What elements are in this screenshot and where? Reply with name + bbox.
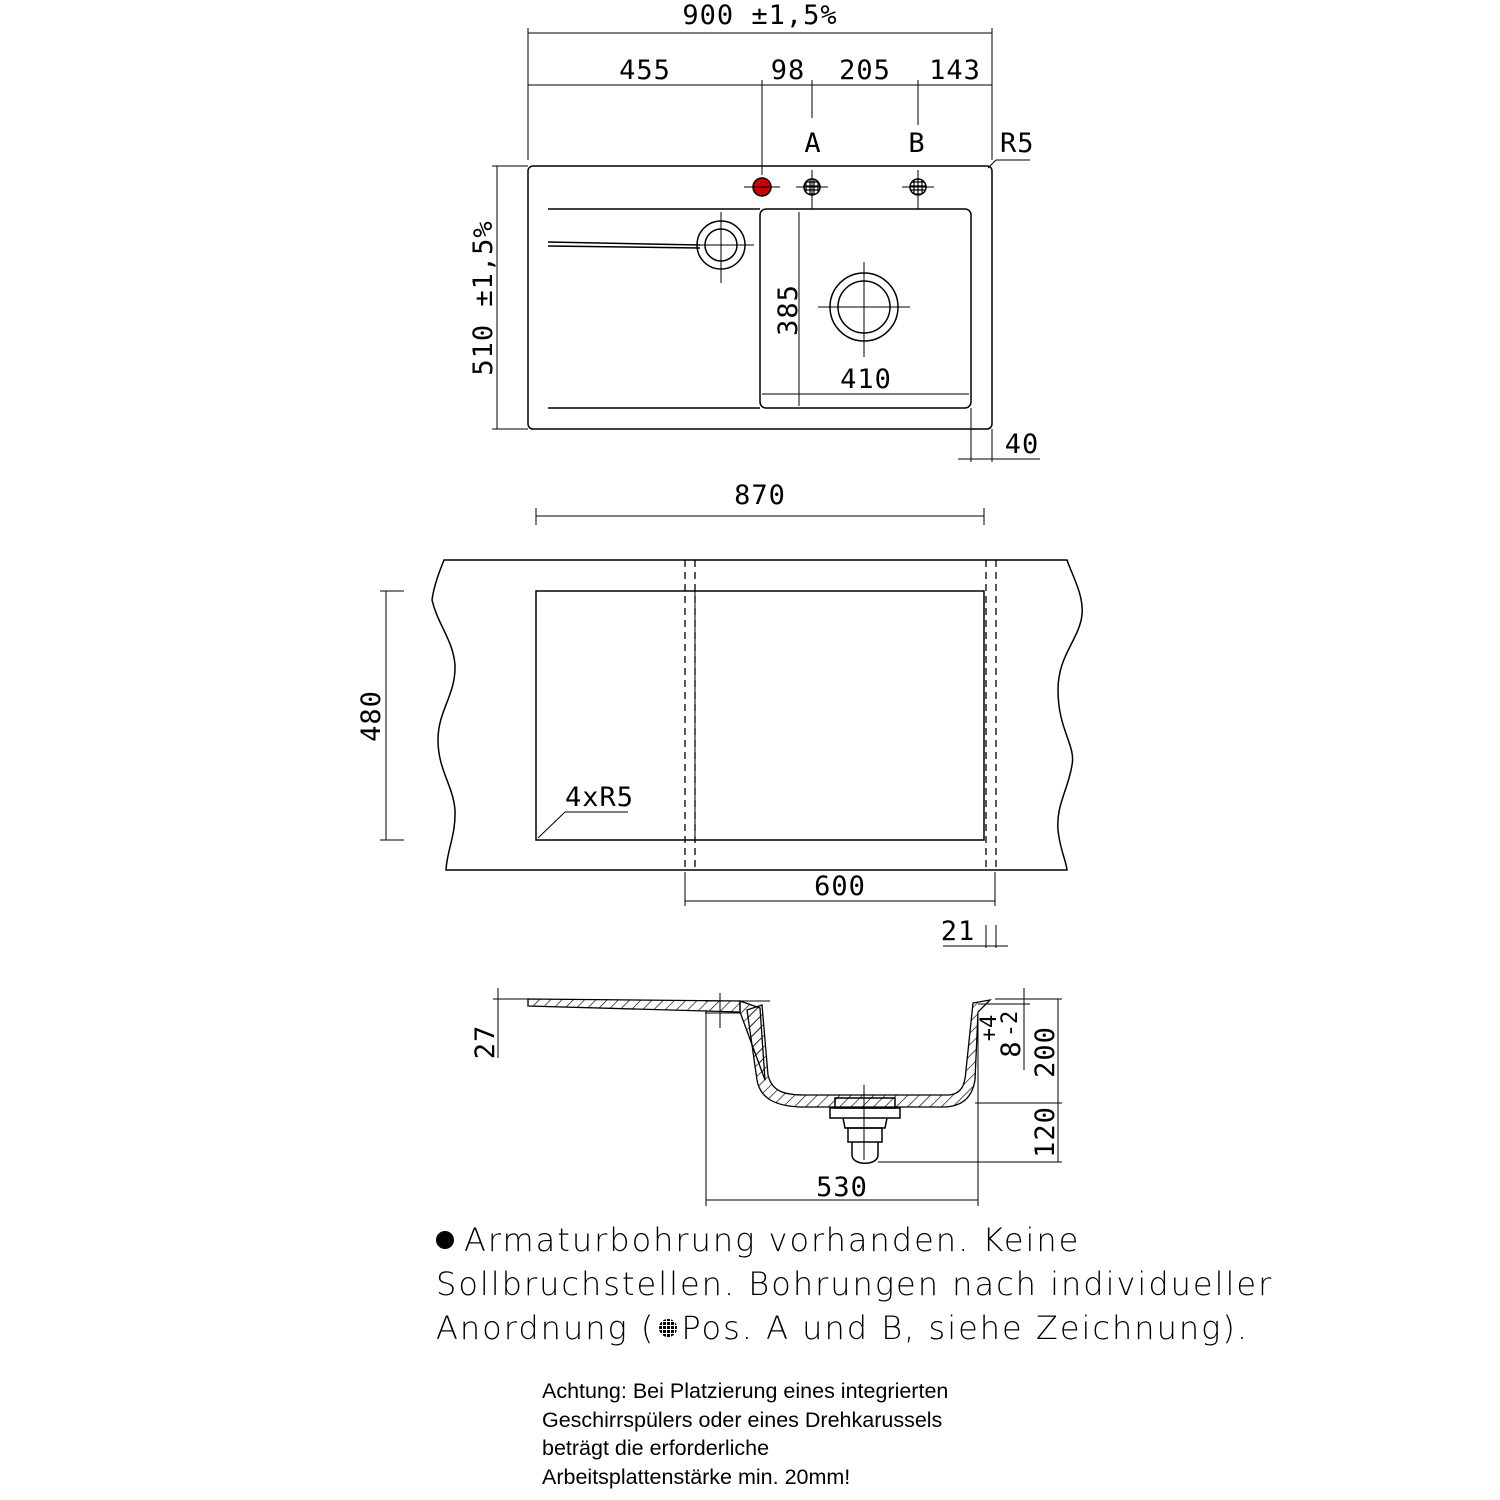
warning-note: Achtung: Bei Platzierung eines integrier… bbox=[542, 1377, 1242, 1491]
overall-depth-label: 510 ±1,5% bbox=[468, 220, 499, 375]
overall-width-label: 900 ±1,5% bbox=[682, 0, 837, 31]
bowl-height-label: 200 bbox=[1030, 1026, 1061, 1078]
segment-98-label: 98 bbox=[771, 55, 806, 86]
section-view: 27 8 +4 -2 200 120 530 bbox=[470, 988, 1062, 1206]
tap-hole-note-line-2: Sollbruchstellen. Bohrungen nach individ… bbox=[436, 1265, 1274, 1303]
tolerance-minus-label: -2 bbox=[998, 1011, 1023, 1038]
drain-fitting-icon bbox=[829, 1085, 901, 1164]
dimension-segments: 455 98 205 143 bbox=[528, 55, 992, 175]
worktop-outline bbox=[431, 559, 1083, 871]
warning-line-2: Geschirrspülers oder eines Drehkarussels bbox=[542, 1407, 943, 1432]
sink-outline bbox=[527, 165, 993, 430]
dimension-width-overall: 900 ±1,5% bbox=[527, 0, 993, 160]
bowl-section bbox=[746, 999, 992, 1108]
rim-offset-label: 40 bbox=[1005, 429, 1040, 460]
tap-hole-note-line-1: Armaturbohrung vorhanden. Keine bbox=[436, 1218, 1436, 1262]
tap-hole-note: Armaturbohrung vorhanden. Keine Sollbruc… bbox=[436, 1218, 1436, 1350]
bowl-inner-width-label: 530 bbox=[816, 1172, 868, 1203]
corner-radii-label: 4xR5 bbox=[565, 782, 634, 813]
warning-line-1: Achtung: Bei Platzierung eines integrier… bbox=[542, 1379, 949, 1403]
bowl-width-label: 410 bbox=[840, 364, 892, 395]
corner-radius-label: R5 bbox=[1000, 128, 1035, 159]
tolerance-plus-label: +4 bbox=[977, 1015, 1002, 1042]
segment-143-label: 143 bbox=[929, 55, 981, 86]
tap-hole-existing-icon bbox=[744, 177, 780, 197]
warning-line-3: beträgt die erforderliche bbox=[542, 1436, 770, 1460]
cutout-outline bbox=[535, 590, 985, 841]
position-b-label: B bbox=[908, 128, 925, 159]
edge-offset-label: 21 bbox=[941, 916, 976, 947]
bowl-outline bbox=[759, 208, 972, 409]
bullet-icon bbox=[436, 1231, 454, 1249]
grid-hole-icon bbox=[659, 1319, 678, 1337]
drain-height-label: 120 bbox=[1030, 1106, 1061, 1158]
cutout-depth-label: 480 bbox=[356, 690, 387, 742]
position-a-label: A bbox=[804, 128, 821, 159]
tap-hole-position-b-icon bbox=[902, 170, 934, 209]
top-view: 900 ±1,5% 455 98 205 143 A B R5 bbox=[468, 0, 1040, 462]
cutout-view: 870 4xR5 480 600 21 bbox=[356, 480, 1083, 948]
segment-205-label: 205 bbox=[839, 55, 891, 86]
tap-hole-note-line-3: Anordnung (Pos. A und B, siehe Zeichnung… bbox=[436, 1309, 1249, 1347]
segment-455-label: 455 bbox=[619, 55, 671, 86]
bowl-depth-label: 385 bbox=[773, 284, 804, 336]
warning-line-4: Arbeitsplattenstärke min. 20mm! bbox=[542, 1464, 851, 1489]
cabinet-width-label: 600 bbox=[814, 871, 866, 902]
rim-height-label: 27 bbox=[470, 1025, 501, 1060]
flush-tolerance-label: 8 bbox=[996, 1040, 1027, 1057]
overflow-drain-icon bbox=[688, 212, 754, 283]
tap-hole-position-a-icon bbox=[796, 170, 828, 209]
cutout-width-label: 870 bbox=[734, 480, 786, 511]
overflow-channel bbox=[547, 241, 701, 249]
bowl-drain-icon bbox=[818, 262, 910, 357]
